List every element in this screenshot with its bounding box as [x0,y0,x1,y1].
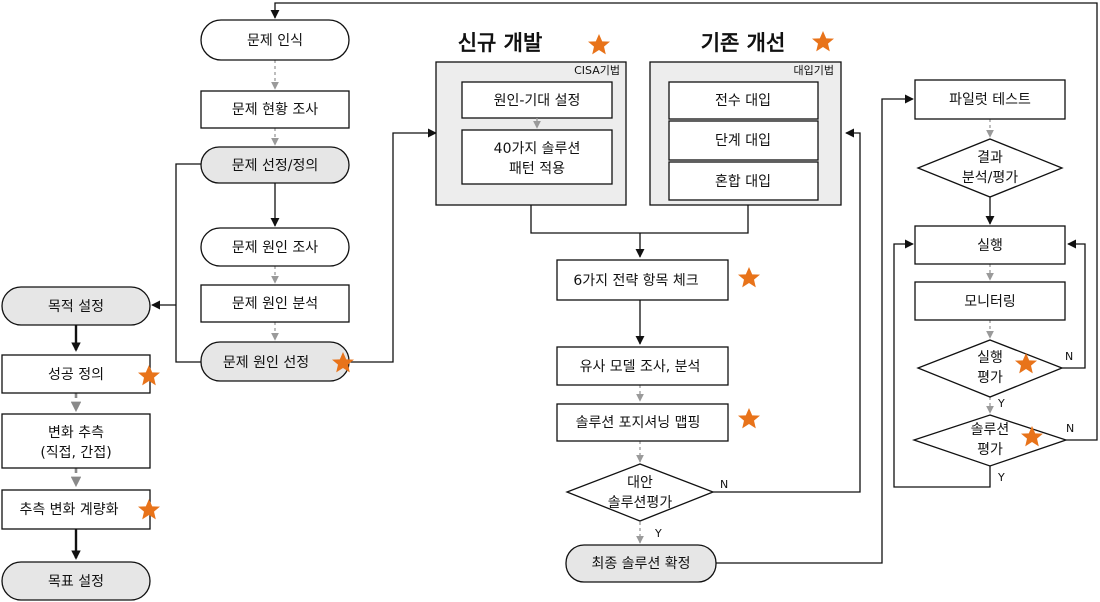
node-label: 추측 변화 계량화 [19,502,118,518]
node-stepwise-substitution[interactable]: 단계 대입 [668,120,819,161]
node-label: 단계 대입 [715,133,771,149]
star-icon [812,31,834,52]
node-label: 솔루션 포지셔닝 맵핑 [576,415,701,431]
star-icon [588,34,610,55]
decision-label-line2: 분석/평가 [962,170,1018,186]
node-quantify-change[interactable]: 추측 변화 계량화 [1,489,151,530]
node-label: 문제 현황 조사 [232,102,318,118]
arrow-sol-eval-yes [893,239,991,488]
node-label-line1: 변화 추측 [48,425,104,441]
node-label: 문제 원인 분석 [232,296,318,312]
node-final-solution[interactable]: 최종 솔루션 확정 [565,544,717,583]
node-change-tracking[interactable]: 변화 추측 (직접, 간접) [1,413,151,469]
node-label: 모니터링 [964,294,1016,310]
node-label: 원인-기대 설정 [494,93,581,109]
node-cause-expectation[interactable]: 원인-기대 설정 [461,81,613,119]
label-yes: Y [654,527,662,540]
node-label: 문제 원인 선정 [223,355,309,371]
node-label: 목표 설정 [48,574,104,590]
improvement-title: 기존 개선 [701,31,786,55]
node-positioning-map[interactable]: 솔루션 포지셔닝 맵핑 [556,403,729,442]
arrow-selection-to-groups [350,128,437,363]
label-no: N [720,478,728,491]
decision-label-line2: 솔루션평가 [608,495,673,511]
node-label: 6가지 전략 항목 체크 [573,273,698,289]
decision-result-eval[interactable]: 결과 분석/평가 [916,138,1064,198]
new-development-title: 신규 개발 [458,31,543,55]
node-label: 파일럿 테스트 [949,92,1031,108]
node-mixed-substitution[interactable]: 혼합 대입 [668,161,819,201]
group-tag: CISA기법 [574,64,620,77]
node-label: 문제 원인 조사 [232,240,318,256]
node-cause-selection[interactable]: 문제 원인 선정 [200,341,350,382]
node-current-state-survey[interactable]: 문제 현황 조사 [200,90,350,129]
decision-label-line2: 평가 [977,370,1003,386]
node-label: 실행 [977,238,1003,254]
node-goal-setting[interactable]: 목적 설정 [1,286,151,326]
decision-alternative-eval[interactable]: 대안 솔루션평가 [565,463,715,522]
node-label: 최종 솔루션 확정 [591,556,690,572]
star-icon [738,408,760,429]
node-label: 유사 모델 조사, 분석 [580,359,701,375]
bracket-to-goal [175,163,201,363]
arrow-final-to-pilot [716,94,914,564]
node-label: 성공 정의 [48,367,104,383]
loop-back-arrow [270,2,1098,441]
node-cause-survey[interactable]: 문제 원인 조사 [200,227,350,267]
node-target-setting[interactable]: 목표 설정 [1,561,151,601]
node-problem-definition[interactable]: 문제 선정/정의 [200,146,350,184]
decision-label-line1: 대안 [627,475,653,491]
decision-solution-eval[interactable]: 솔루션 평가 [911,414,1069,467]
group-tag: 대입기법 [794,64,834,77]
decision-label-line1: 실행 [977,350,1003,366]
label-yes: Y [997,471,1005,484]
node-execution[interactable]: 실행 [914,225,1066,265]
node-label-line2: (직접, 간접) [40,445,111,461]
node-40-patterns[interactable]: 40가지 솔루션 패턴 적용 [461,129,613,185]
star-icon [738,267,760,288]
node-cause-analysis[interactable]: 문제 원인 분석 [200,284,350,323]
arrow-eval-no-loop [713,128,861,493]
label-yes: Y [997,397,1005,410]
node-label-line1: 40가지 솔루션 [494,141,581,157]
node-label: 목적 설정 [48,299,104,315]
node-full-substitution[interactable]: 전수 대입 [668,81,819,120]
node-label: 문제 선정/정의 [232,158,318,174]
node-label-line2: 패턴 적용 [509,161,565,177]
groups-merge-line [530,205,749,234]
node-success-definition[interactable]: 성공 정의 [1,354,151,394]
node-label: 전수 대입 [715,93,771,109]
label-no: N [1066,422,1074,435]
node-problem-recognition[interactable]: 문제 인식 [200,19,350,61]
node-monitoring[interactable]: 모니터링 [914,281,1066,321]
node-similar-model[interactable]: 유사 모델 조사, 분석 [556,346,729,386]
decision-execution-eval[interactable]: 실행 평가 [916,339,1064,398]
arrow-exec-eval-no [1062,239,1086,369]
node-pilot-test[interactable]: 파일럿 테스트 [914,79,1066,120]
node-label: 혼합 대입 [715,174,771,190]
label-no: N [1065,350,1073,363]
node-strategy-check[interactable]: 6가지 전략 항목 체크 [556,259,729,301]
node-label: 문제 인식 [247,33,303,49]
decision-label-line2: 평가 [977,442,1003,458]
decision-label-line1: 결과 [977,150,1003,166]
decision-label-line1: 솔루션 [971,422,1010,438]
